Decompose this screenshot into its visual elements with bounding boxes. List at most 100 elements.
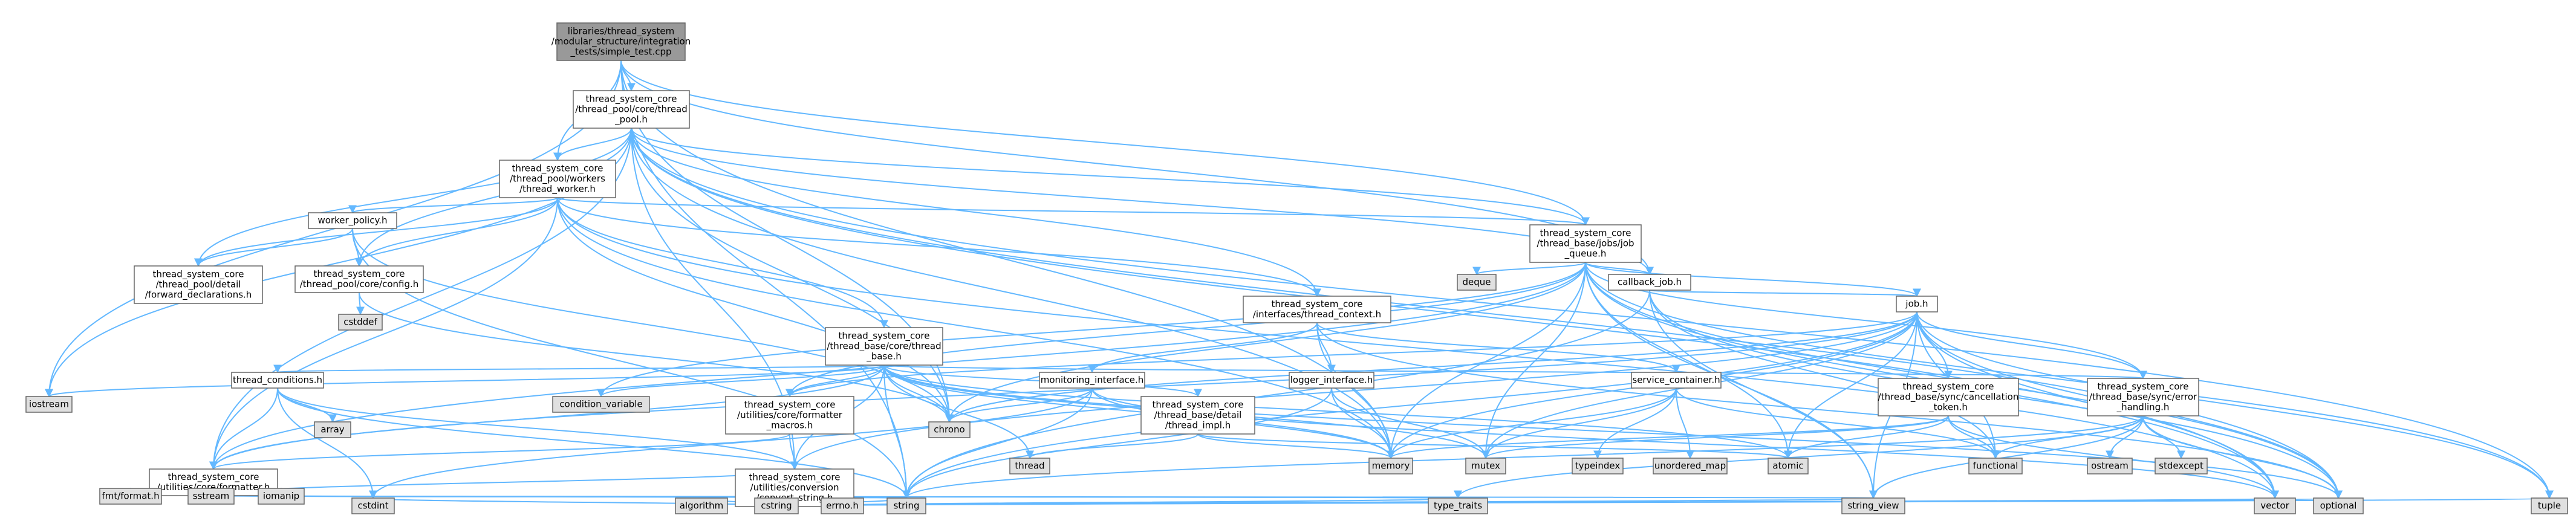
node-label-line: condition_variable [559,399,642,410]
edge-job_h-to-formatter_macros_h [785,311,1917,398]
node-worker-policy-h[interactable]: worker_policy.h [308,212,397,229]
node-box [825,327,943,366]
node-label-line: stdexcept [2159,461,2204,471]
edge-thread_pool_h-to-config_h [355,128,632,267]
node-box [1968,458,2023,474]
node-label-line: ostream [2091,461,2129,471]
node-box [886,497,926,514]
node-job-queue-h[interactable]: thread_system_core/thread_base/jobs/job_… [1529,224,1642,263]
node-label-line: typeindex [1575,461,1621,471]
node-formatter-macros-h[interactable]: thread_system_core/utilities/core/format… [725,396,854,435]
edge-job_queue_h-to-deque [1472,262,1586,276]
node-chrono: chrono [928,421,971,438]
edge-thread_conditions_h-to-string [277,387,911,499]
node-box [1529,224,1642,263]
edge-job_queue_h-to-tuple [1585,262,2554,499]
node-label-line: unordered_map [1654,461,1726,472]
node-label-line: /thread_worker.h [519,184,596,195]
node-label-line: /utilities/core/formatter.h [157,482,270,493]
node-error-handling-h[interactable]: thread_system_core/thread_base/sync/erro… [2087,378,2199,416]
node-thread-context-h[interactable]: thread_system_core/interfaces/thread_con… [1243,296,1391,323]
node-box [2087,458,2133,474]
node-label-line: iomanip [263,491,299,502]
node-algorithm: algorithm [675,497,728,514]
node-box [573,90,690,129]
node-label-line: thread_system_core [586,94,677,105]
node-label-line: worker_policy.h [318,215,388,227]
edge-thread_conditions_h-to-array [277,387,337,423]
node-label-line: _handling.h [2116,402,2170,413]
node-label-line: /thread_base/sync/error [2089,392,2197,403]
node-box [231,372,324,389]
node-box [928,421,971,438]
node-config-h[interactable]: thread_system_core/thread_pool/core/conf… [294,265,424,293]
edge-error_handling_h-to-string [902,415,2144,499]
node-box [351,497,395,514]
node-box [1768,458,1809,474]
node-label-line: thread_system_core [839,331,930,342]
node-box [99,488,162,505]
edge-thread_pool_h-to-memory [631,128,1395,459]
node-box [2531,497,2568,514]
node-monitoring-interface-h[interactable]: monitoring_interface.h [1039,372,1145,389]
node-layer: libraries/thread_system/modular_structur… [25,22,2568,514]
node-root[interactable]: libraries/thread_system/modular_structur… [551,22,691,61]
node-box [1428,497,1488,514]
node-box [556,22,686,61]
node-box [258,488,305,505]
node-label-line: /thread_pool/detail [156,279,241,291]
edge-job_h-to-chrono [945,311,1917,423]
node-logger-interface-h[interactable]: logger_interface.h [1289,372,1374,389]
edge-thread_pool_h-to-job_queue_h [631,128,1590,226]
node-box [1653,458,1728,474]
node-thread-pool-h[interactable]: thread_system_core/thread_pool/core/thre… [573,90,690,129]
edge-root-to-job_queue_h [620,60,1590,226]
node-box [1465,458,1506,474]
node-label-line: logger_interface.h [1290,375,1373,386]
node-thread-conditions-h[interactable]: thread_conditions.h [231,372,324,389]
node-label-line: service_container.h [1632,375,1720,386]
node-label-line: thread_system_core [749,472,841,484]
edge-thread_worker_h-to-forward_decl_h [194,197,558,267]
node-box [821,497,864,514]
edge-thread_base_h-to-condition_variable [597,364,885,398]
edge-job_h-to-cancellation_token_h [1916,311,1953,380]
node-box [1841,497,1905,514]
node-service-container-h[interactable]: service_container.h [1631,372,1722,389]
node-label-line: callback_job.h [1618,277,1682,288]
node-box [754,497,799,514]
node-thread: thread [1009,458,1050,474]
edge-thread_impl_h-to-thread [1026,433,1199,459]
node-label-line: _queue.h [1564,248,1607,260]
node-box [1140,396,1255,435]
node-label-line: thread_conditions.h [233,375,322,386]
node-box [2313,497,2364,514]
node-label-line: chrono [934,424,964,435]
node-cstring: cstring [754,497,799,514]
node-label-line: thread_system_core [1903,381,1994,393]
node-thread-impl-h[interactable]: thread_system_core/thread_base/detail/th… [1140,396,1255,435]
node-label-line: iostream [29,399,69,410]
node-thread-worker-h[interactable]: thread_system_core/thread_pool/workers/t… [499,160,616,198]
node-cstddef: cstddef [338,314,383,331]
edge-worker_policy_h-to-chrono [352,228,954,423]
node-box [1039,372,1145,389]
node-cstdint: cstdint [351,497,395,514]
edge-thread_worker_h-to-thread_base_h [557,197,888,329]
edge-cancellation_token_h-to-mutex [1482,415,1949,459]
node-condition-variable: condition_variable [552,396,650,413]
node-callback-job-h[interactable]: callback_job.h [1608,274,1691,291]
edge-thread_pool_h-to-thread_context_h [631,128,1321,297]
node-forward-decl-h[interactable]: thread_system_core/thread_pool/detail/fo… [134,265,263,304]
node-thread-base-h[interactable]: thread_system_core/thread_base/core/thre… [825,327,943,366]
edge-thread_pool_h-to-optional [631,128,2343,499]
edge-logger_interface_h-to-string [902,387,1332,499]
node-atomic: atomic [1768,458,1809,474]
node-cancellation-token-h[interactable]: thread_system_core/thread_base/sync/canc… [1878,378,2019,416]
edge-service_container_h-to-memory [1387,387,1677,459]
edge-thread_conditions_h-to-convert_string_h [277,387,799,470]
edge-thread_conditions_h-to-cstdint [277,387,377,499]
edge-error_handling_h-to-type_traits [1454,415,2144,499]
edge-logger_interface_h-to-mutex [1331,387,1490,459]
node-job-h[interactable]: job.h [1896,296,1938,312]
